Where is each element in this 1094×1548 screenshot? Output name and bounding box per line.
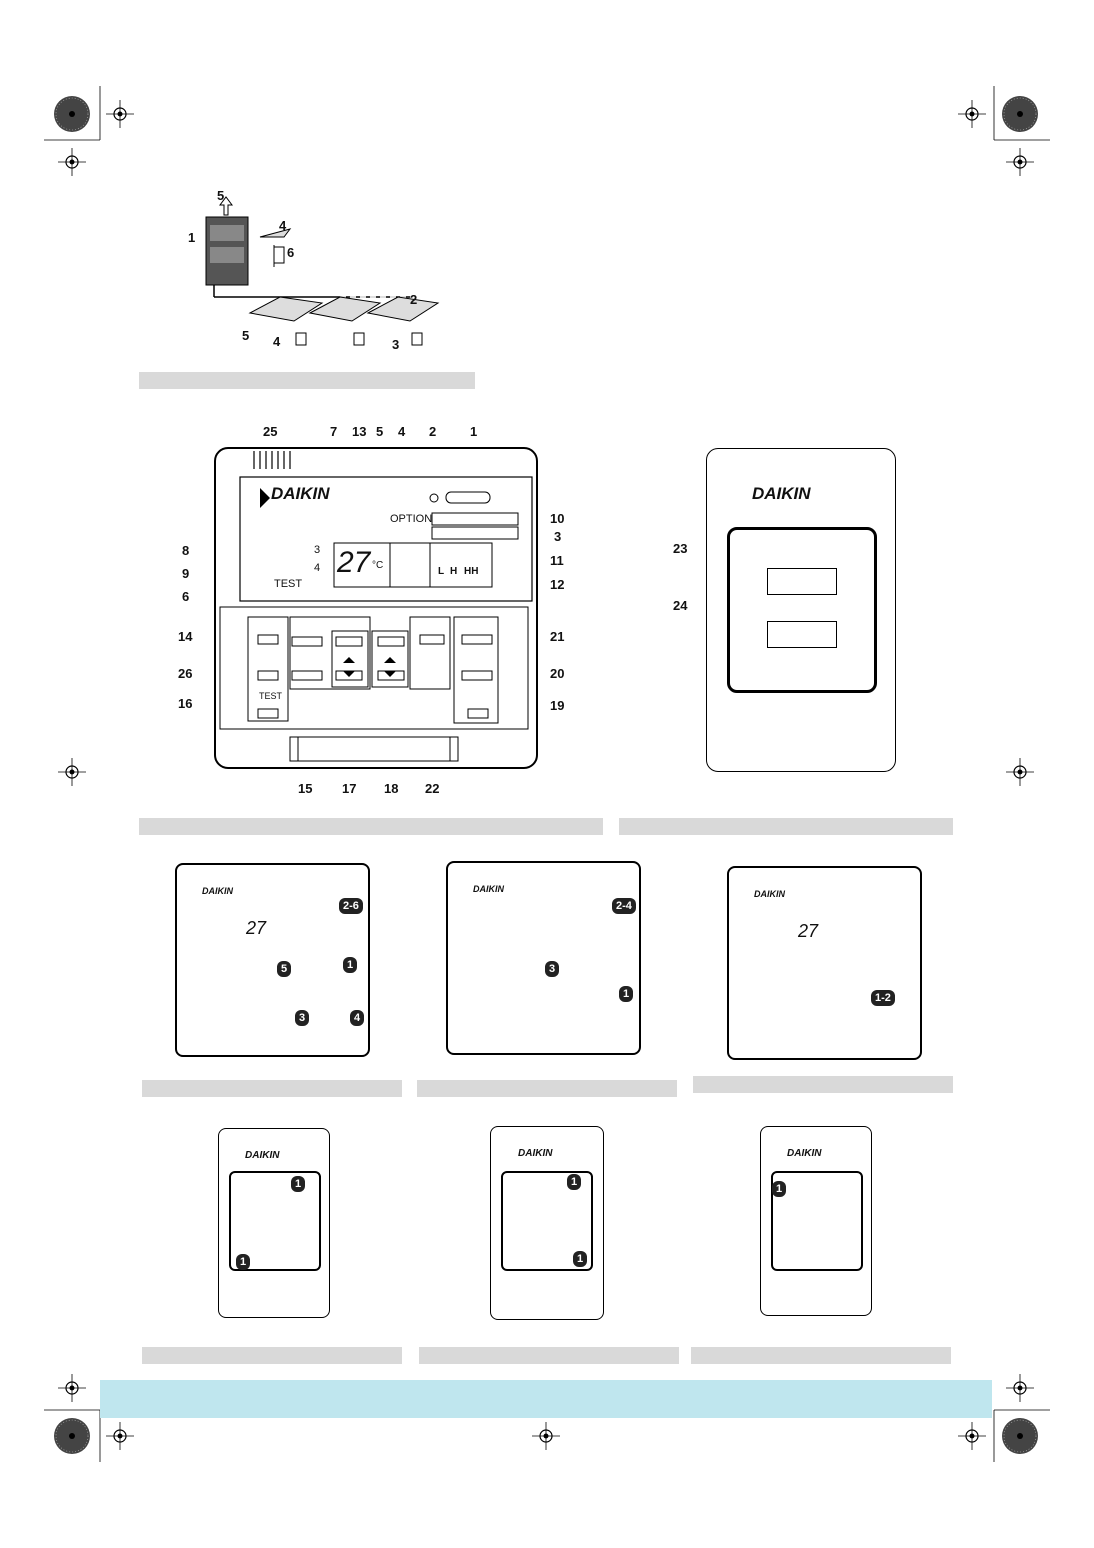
callout-2-top: 2	[429, 424, 437, 439]
heading-bar	[142, 1347, 402, 1364]
remote-detail	[219, 451, 533, 762]
remote-controller	[214, 447, 538, 769]
callout-2: 2	[410, 292, 418, 307]
callout-9: 9	[182, 566, 190, 581]
callout-6-left: 6	[182, 589, 190, 604]
callout-25: 25	[263, 424, 278, 439]
small-brand-3: DAIKIN	[754, 889, 785, 899]
lcd-temperature: 27	[337, 546, 371, 579]
remote-small-2	[446, 861, 641, 1055]
small-brand-1: DAIKIN	[202, 886, 233, 896]
heading-bar	[693, 1076, 953, 1093]
callout-21: 21	[550, 629, 565, 644]
heading-bar	[419, 1347, 679, 1364]
callout-5b: 5	[242, 328, 250, 343]
fan-switch[interactable]	[767, 568, 837, 595]
callout-3: 3	[392, 337, 400, 352]
test-button-label: TEST	[259, 691, 283, 701]
callout-14: 14	[178, 629, 193, 644]
heading-bar	[691, 1347, 951, 1364]
heading-bar	[139, 818, 603, 835]
small-temp-3: 27	[798, 921, 819, 941]
step-badge: 1	[567, 1174, 582, 1190]
step-badge: 1-2	[871, 990, 895, 1006]
system-diagram	[205, 196, 440, 346]
selector-small-brand: DAIKIN	[518, 1148, 553, 1159]
callout-13: 13	[352, 424, 367, 439]
callout-20: 20	[550, 666, 565, 681]
remote-small-1	[175, 863, 370, 1057]
step-badge: 1	[291, 1176, 306, 1192]
step-badge: 1	[619, 986, 634, 1002]
heading-bar	[142, 1080, 402, 1097]
callout-17: 17	[342, 781, 357, 796]
selector-small-3	[760, 1126, 872, 1316]
footer-band	[100, 1380, 992, 1418]
small-brand-2: DAIKIN	[473, 884, 504, 894]
selector-small-frame	[771, 1171, 863, 1271]
lcd-hours-4: 4	[314, 562, 321, 574]
step-badge: 3	[545, 961, 560, 977]
callout-19: 19	[550, 698, 565, 713]
callout-4-top: 4	[398, 424, 406, 439]
cool-switch[interactable]	[767, 621, 837, 648]
callout-8: 8	[182, 543, 190, 558]
lcd-fan-h: H	[450, 566, 458, 577]
callout-1-top: 1	[470, 424, 478, 439]
brand-logo: DAIKIN	[271, 484, 330, 503]
callout-12: 12	[550, 577, 565, 592]
callout-24: 24	[673, 598, 688, 613]
lcd-unit: °C	[372, 560, 384, 571]
step-badge: 1	[573, 1251, 588, 1267]
selector-small-brand: DAIKIN	[787, 1148, 822, 1159]
selector-frame	[727, 527, 877, 693]
heading-bar	[619, 818, 953, 835]
callout-22: 22	[425, 781, 440, 796]
step-badge: 2-4	[612, 898, 636, 914]
callout-4: 4	[279, 218, 287, 233]
callout-11: 11	[550, 553, 564, 568]
callout-23: 23	[673, 541, 688, 556]
selector-small-frame	[229, 1171, 321, 1271]
callout-7: 7	[330, 424, 338, 439]
callout-6: 6	[287, 245, 295, 260]
step-badge: 3	[295, 1010, 310, 1026]
callout-5: 5	[217, 188, 225, 203]
callout-16: 16	[178, 696, 193, 711]
callout-15: 15	[298, 781, 313, 796]
callout-1: 1	[188, 230, 196, 245]
step-badge: 4	[350, 1010, 365, 1026]
callout-26: 26	[178, 666, 193, 681]
callout-18: 18	[384, 781, 399, 796]
on-off-button[interactable]	[433, 489, 473, 497]
step-badge: 1	[343, 957, 358, 973]
callout-5-top: 5	[376, 424, 384, 439]
lcd-fan-l: L	[438, 566, 445, 577]
selector-small-frame	[501, 1171, 593, 1271]
lcd-hours-3: 3	[314, 544, 321, 556]
lcd-fan-hh: HH	[464, 566, 479, 577]
step-badge: 1	[236, 1254, 251, 1270]
lcd-option: OPTION	[390, 513, 433, 525]
selector-small-1	[218, 1128, 330, 1318]
cool-heat-selector	[706, 448, 896, 772]
selector-brand-logo: DAIKIN	[752, 484, 811, 503]
step-badge: 2-6	[339, 898, 363, 914]
callout-4b: 4	[273, 334, 281, 349]
heading-bar	[139, 372, 475, 389]
selector-small-brand: DAIKIN	[245, 1150, 280, 1161]
selector-small-2	[490, 1126, 604, 1320]
step-badge: 1	[772, 1181, 787, 1197]
step-badge: 5	[277, 961, 292, 977]
heading-bar	[417, 1080, 677, 1097]
small-temp-1: 27	[246, 918, 267, 938]
callout-3-right: 3	[554, 529, 562, 544]
callout-10: 10	[550, 511, 565, 526]
remote-small-3	[727, 866, 922, 1060]
lcd-test: TEST	[274, 578, 303, 590]
